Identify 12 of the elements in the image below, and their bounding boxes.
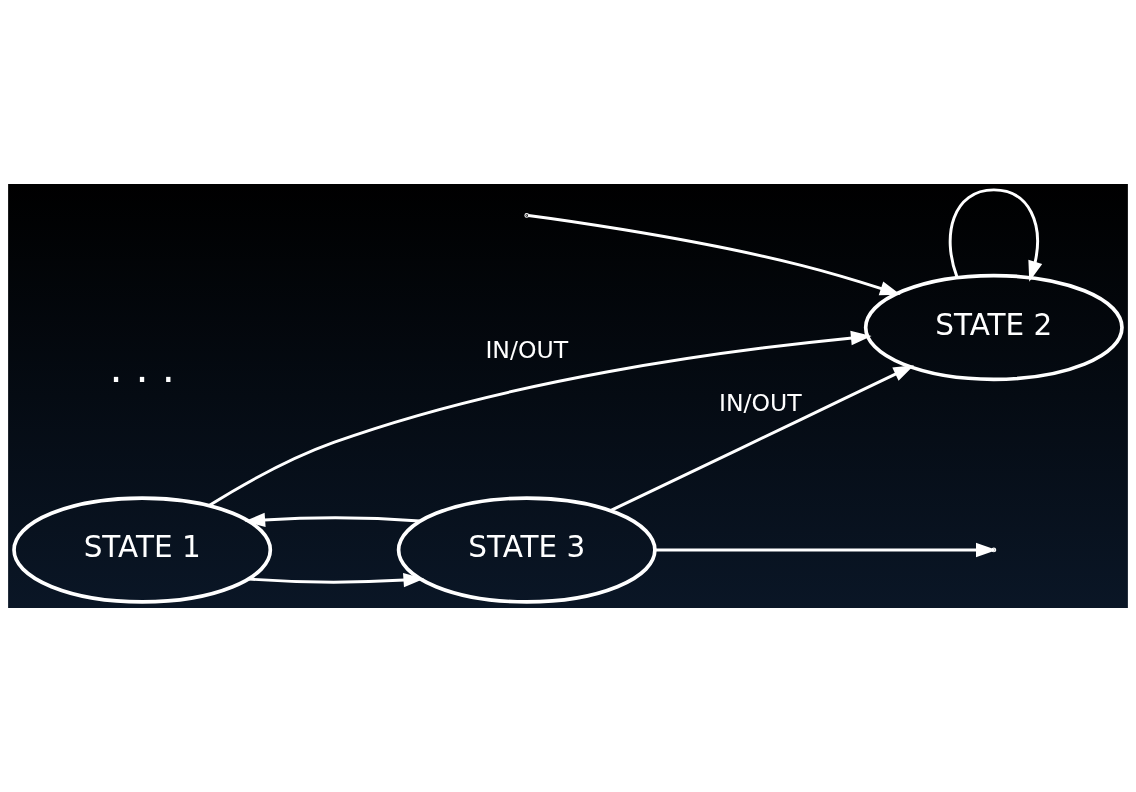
- label: · · ·: [109, 355, 175, 404]
- node-ellipse: STATE 3: [396, 496, 657, 604]
- node-ellipse: STATE 1: [12, 496, 273, 604]
- arrow: [948, 188, 1043, 282]
- arrow: [655, 542, 997, 558]
- arrow: [208, 330, 872, 507]
- arrow: [244, 512, 420, 528]
- edge-label: IN/OUT: [485, 336, 569, 365]
- edge-label: IN/OUT: [718, 389, 802, 418]
- arrow: [248, 572, 425, 588]
- arrow: [528, 214, 901, 296]
- arrow: [610, 365, 915, 512]
